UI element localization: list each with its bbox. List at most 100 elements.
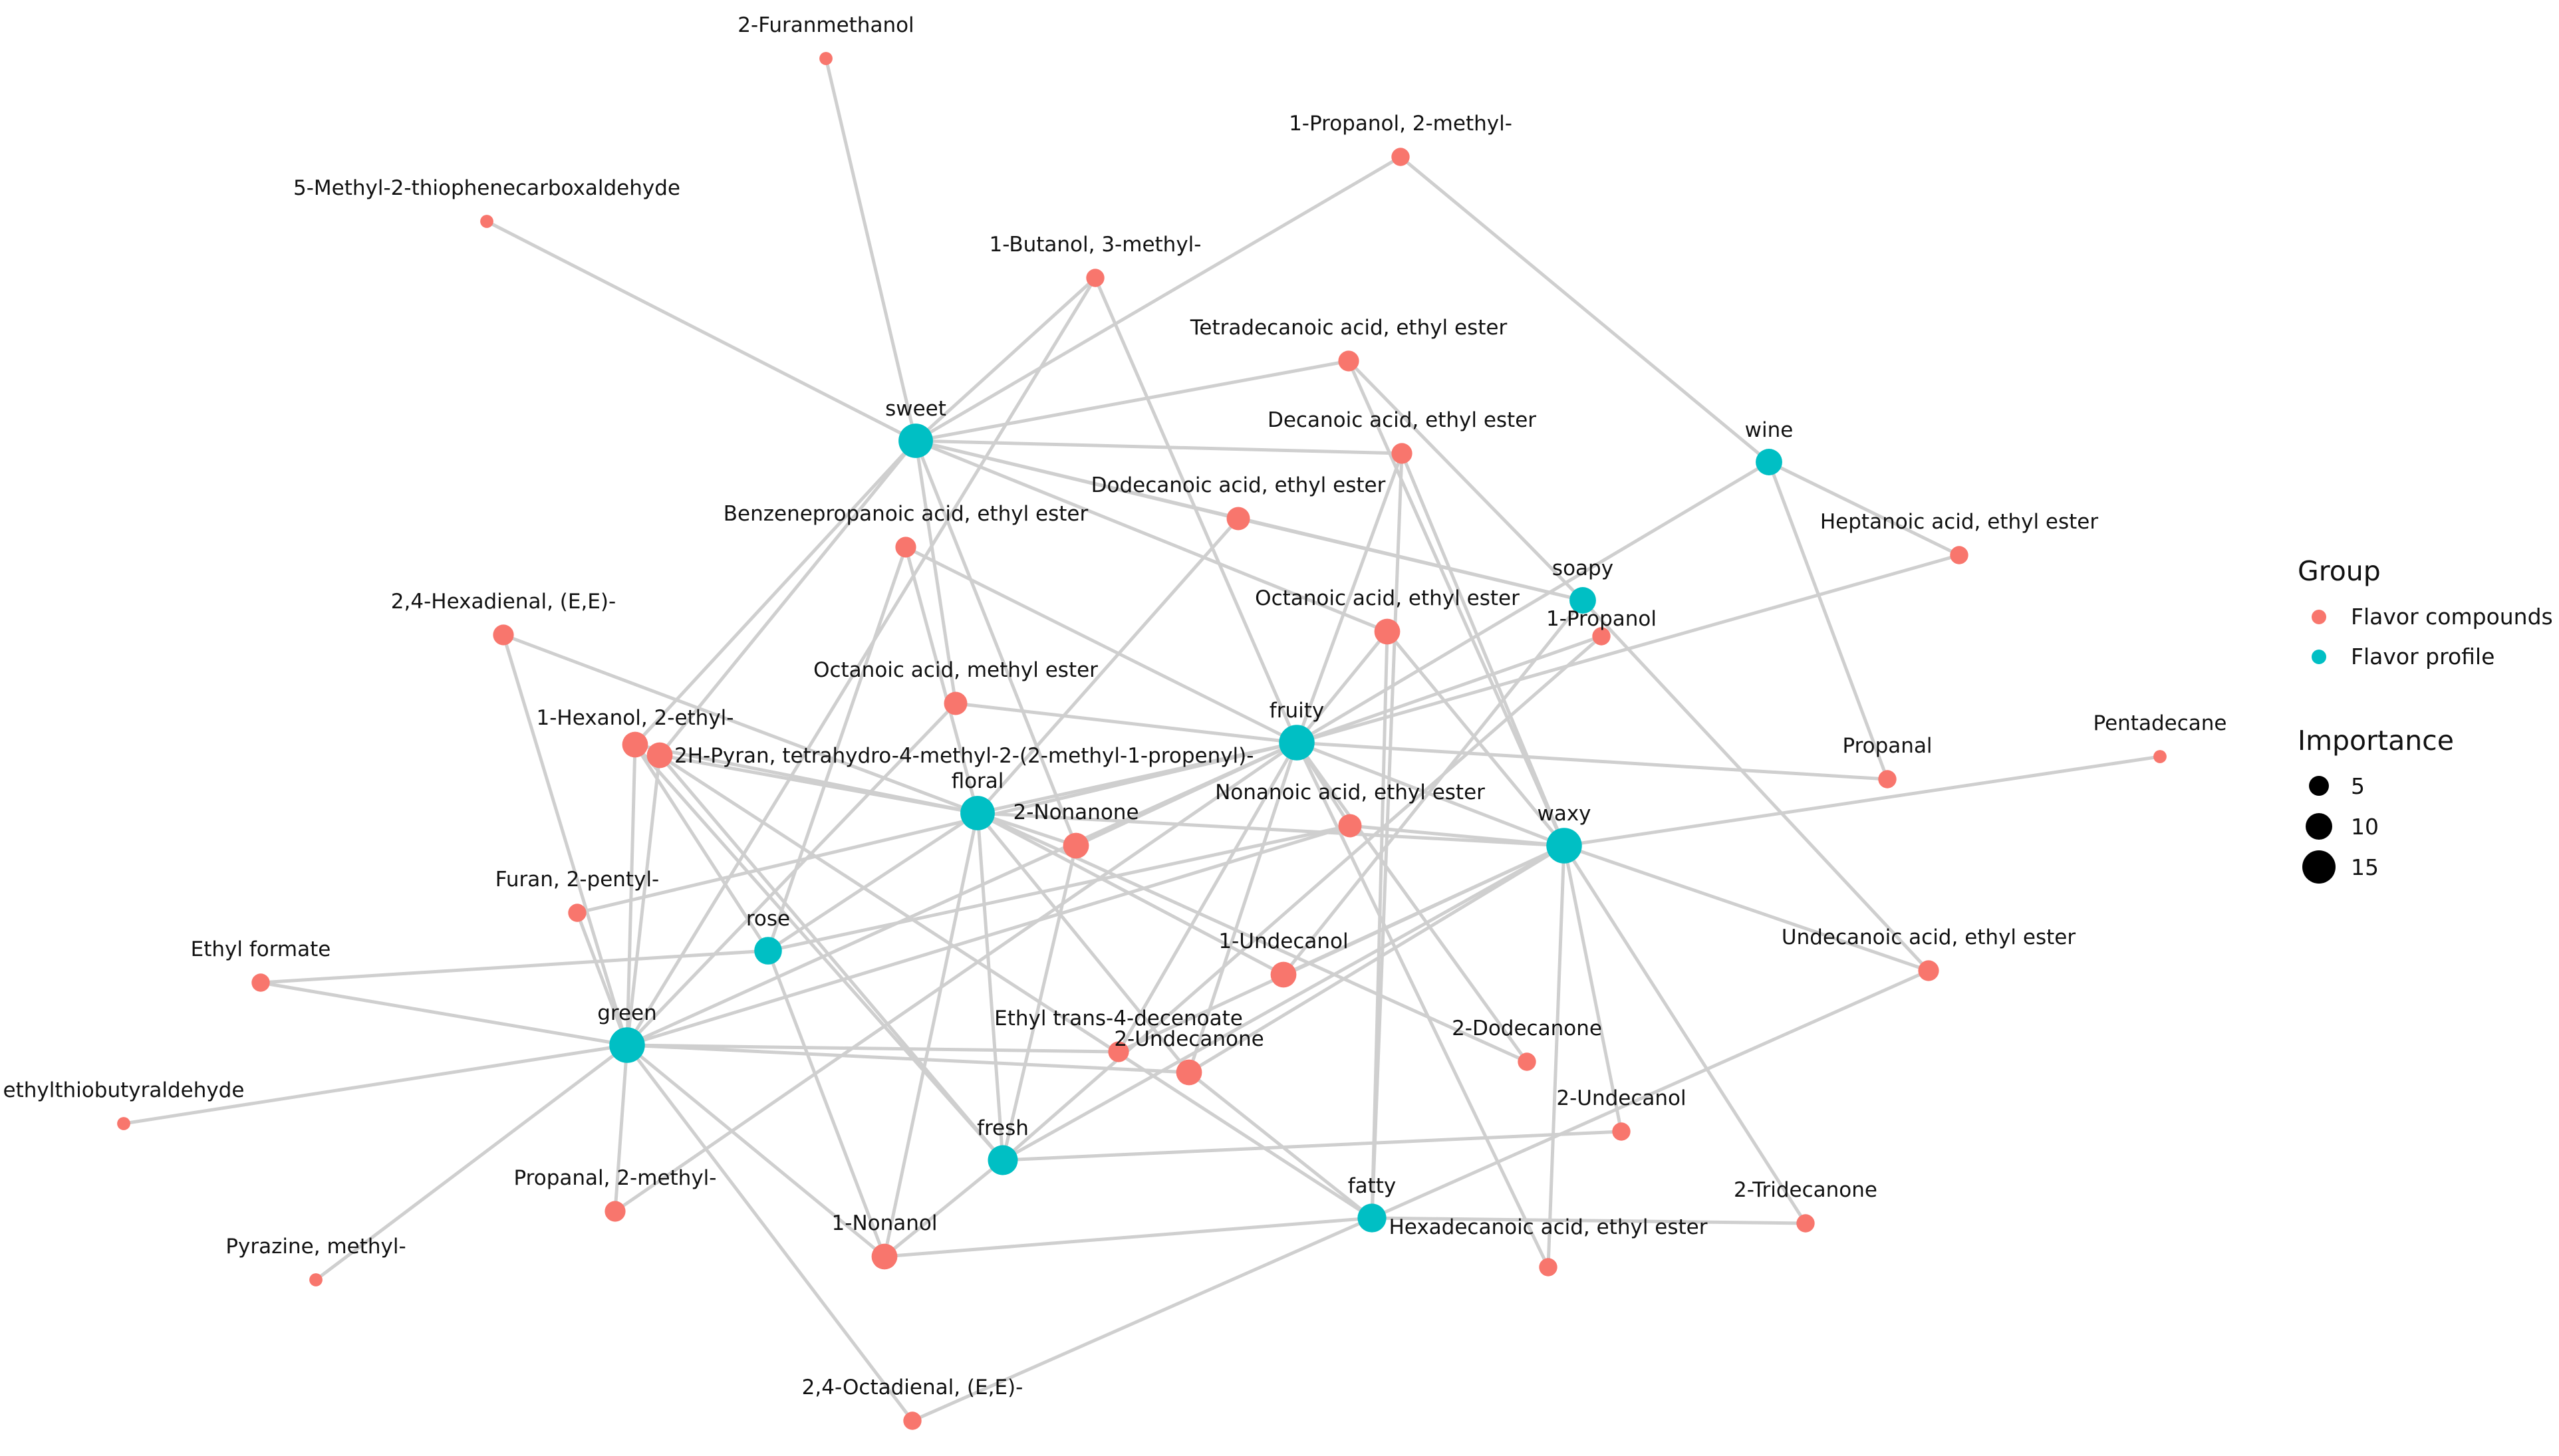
edge-hexadecanoic-fruity — [1295, 741, 1550, 1269]
node-label-undecanol2: 2-Undecanol — [1556, 1086, 1686, 1110]
legend-size-5 — [2309, 776, 2329, 796]
node-label-butanol3methyl: 1-Butanol, 3-methyl- — [990, 233, 1202, 257]
node-label-floral: floral — [952, 769, 1004, 793]
node-decanoic — [1391, 443, 1413, 464]
edge-heptanoic-wine — [1768, 460, 1960, 557]
edge-tetradecanoic-soapy — [1347, 360, 1584, 602]
edge-ethylformate-green — [260, 981, 628, 1047]
edge-hexadienal-green — [501, 634, 629, 1046]
node-rose — [754, 937, 782, 965]
node-label-methylpyrazine: Pyrazine, methyl- — [225, 1235, 406, 1259]
node-label-dodecanoic: Dodecanoic acid, ethyl ester — [1091, 473, 1386, 497]
legend-swatch-compound — [2312, 610, 2326, 624]
node-label-furanmethanol: 2-Furanmethanol — [738, 13, 914, 37]
node-undecanol1 — [1270, 961, 1297, 988]
node-label-heptanoic: Heptanoic acid, ethyl ester — [1820, 510, 2099, 534]
node-nonanone2 — [1063, 832, 1089, 859]
edge-propanol1-fruity — [1296, 634, 1602, 745]
edge-methylpyrazine-green — [315, 1044, 628, 1281]
edge-nonanone2-sweet — [914, 440, 1078, 846]
legend-group-title: Group — [2298, 555, 2381, 587]
edge-fruity-floral — [977, 741, 1297, 815]
edge-octadienal-green — [626, 1044, 914, 1422]
node-label-hexadecanoic: Hexadecanoic acid, ethyl ester — [1389, 1215, 1707, 1239]
edge-fruity-wine — [1295, 460, 1770, 745]
edge-butanol3methyl-sweet — [914, 277, 1097, 442]
node-label-nonanoic: Nonanoic acid, ethyl ester — [1215, 781, 1485, 804]
edge-waxy-fresh — [1002, 844, 1565, 1162]
edge-hexadecanoic-waxy — [1546, 845, 1566, 1268]
edge-nonanol1-fatty — [884, 1216, 1373, 1259]
edge-tetradecanoic-sweet — [915, 359, 1349, 443]
legend: Group Flavor compounds Flavor profile Im… — [2298, 555, 2553, 884]
node-soapy — [1569, 587, 1596, 614]
node-label-propanol1: 1-Propanol — [1546, 607, 1657, 631]
edge-octanoic_methyl-fruity — [955, 701, 1297, 745]
edges-layer — [123, 58, 2161, 1423]
edge-fruity-waxy — [1296, 741, 1565, 848]
node-propanol2methyl — [1391, 148, 1410, 166]
node-pentadecane — [2153, 750, 2167, 763]
node-label-decanoic: Decanoic acid, ethyl ester — [1268, 408, 1536, 432]
edge-benzenepropanoic-floral — [904, 546, 980, 814]
node-methylpyrazine — [309, 1273, 323, 1286]
edge-tetradecanoic-waxy — [1347, 360, 1566, 847]
edge-undecanol1-floral — [976, 811, 1285, 977]
node-dodecanone2 — [1518, 1052, 1536, 1071]
edge-nonanol1-rose — [766, 950, 886, 1257]
edge-decenoate-green — [626, 1043, 1119, 1054]
edge-propanal-fruity — [1296, 741, 1888, 781]
edge-hexanol2ethyl-sweet — [634, 439, 917, 746]
edge-decanoic-sweet — [915, 439, 1403, 455]
node-label-propanal: Propanal — [1842, 734, 1932, 758]
legend-size-label-5: 5 — [2351, 773, 2365, 799]
node-label-decenoate: Ethyl trans-4-decenoate — [994, 1007, 1243, 1031]
node-propanal — [1878, 770, 1897, 789]
edge-dodecanoic-floral — [976, 517, 1240, 814]
edge-undecanone2-fatty — [1188, 1071, 1373, 1219]
node-fresh — [988, 1145, 1018, 1175]
node-dodecanoic — [1226, 507, 1250, 531]
node-benzenepropanoic — [895, 537, 916, 558]
node-label-fruity: fruity — [1270, 699, 1324, 723]
node-wine — [1756, 449, 1782, 475]
node-label-hexanol2ethyl: 1-Hexanol, 2-ethyl- — [537, 706, 734, 730]
edge-butanol3methyl-green — [625, 277, 1097, 1046]
edge-pyran-sweet — [658, 439, 917, 757]
edge-pyran-fresh — [658, 754, 1004, 1161]
edge-nonanone2-floral — [977, 811, 1077, 848]
edge-octanoic_ethyl-fruity — [1295, 630, 1389, 744]
edge-undecanone2-green — [626, 1043, 1190, 1074]
node-label-wine: wine — [1745, 418, 1794, 442]
node-sweet — [898, 424, 933, 458]
node-label-dodecanone2: 2-Dodecanone — [1452, 1017, 1602, 1040]
node-label-octanoic_ethyl: Octanoic acid, ethyl ester — [1255, 586, 1520, 610]
edge-floral-waxy — [977, 811, 1565, 848]
node-tetradecanoic — [1338, 350, 1359, 372]
node-nonanol1 — [871, 1243, 898, 1270]
edge-propanol1-fresh — [1002, 635, 1603, 1161]
edge-decenoate-waxy — [1117, 844, 1565, 1054]
edge-undecanone2-fruity — [1187, 742, 1299, 1073]
edge-methylthiophene-sweet — [485, 219, 917, 443]
edge-hexanol2ethyl-green — [625, 744, 637, 1046]
node-undecanone2 — [1176, 1059, 1202, 1086]
node-undecanol2 — [1612, 1122, 1631, 1141]
edge-undecanone2-floral — [976, 812, 1190, 1074]
legend-swatch-profile — [2312, 650, 2326, 664]
node-propanol1 — [1592, 627, 1611, 646]
edge-benzenepropanoic-rose — [766, 546, 908, 951]
legend-importance-title: Importance — [2298, 725, 2454, 757]
edge-undecanol2-fresh — [1002, 1130, 1622, 1162]
edge-propanal2methyl-green — [613, 1044, 629, 1212]
node-hexanol2ethyl — [622, 731, 648, 758]
node-label-undecanol1: 1-Undecanol — [1218, 929, 1348, 953]
nodes-layer — [117, 52, 2167, 1430]
node-label-nonanone2: 2-Nonanone — [1013, 800, 1139, 824]
node-label-green: green — [597, 1001, 657, 1025]
node-label-pentadecane: Pentadecane — [2093, 711, 2227, 735]
node-label-waxy: waxy — [1537, 802, 1591, 826]
edge-propanol2methyl-wine — [1399, 156, 1770, 463]
legend-size-10 — [2306, 813, 2332, 840]
edge-floral-fresh — [976, 812, 1005, 1161]
